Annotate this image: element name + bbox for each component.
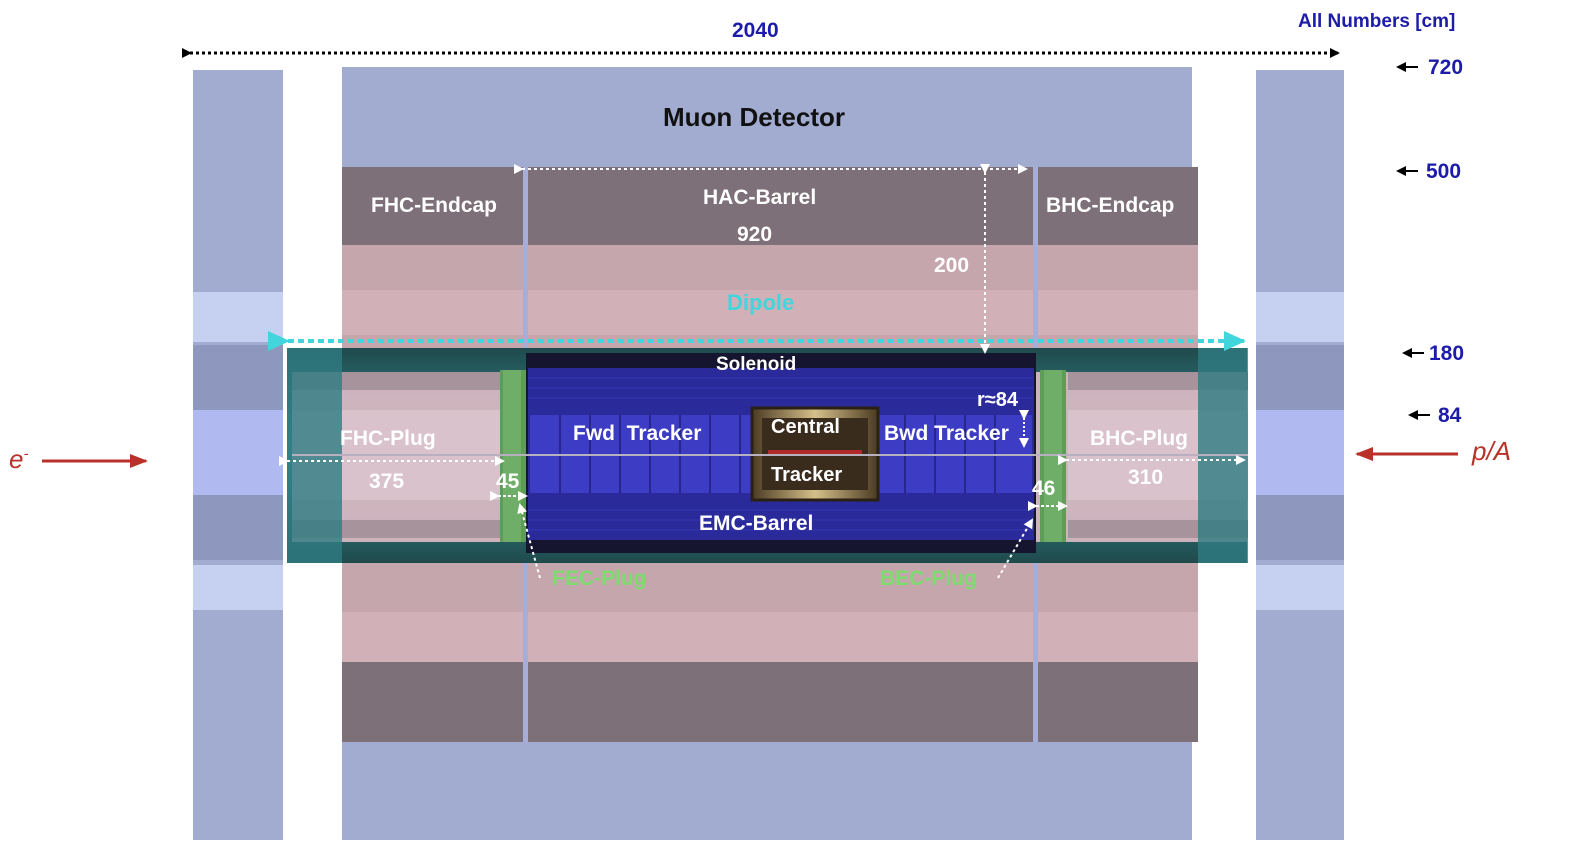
overall-length-label: 2040 [732,19,779,42]
electron-symbol: e [9,444,24,474]
proton-beam-label: p/A [1472,436,1512,466]
bec-plug-length-label: 46 [1032,477,1056,500]
radius-marker-720: 720 [1428,56,1464,79]
bec-pointer [997,518,1034,579]
hac-outer-top [342,167,1198,245]
bhc-endcap-label: BHC-Endcap [1046,194,1175,217]
electron-beam-label: e- [9,444,28,475]
bhc-plug-length-label: 310 [1128,466,1164,489]
inner-radius-label: r≈84 [977,389,1019,411]
radius-marker-180: 180 [1429,342,1465,365]
hac-thickness-label: 200 [934,254,970,277]
radius-marker-84: 84 [1438,404,1462,427]
muon-detector-label: Muon Detector [663,102,845,132]
hac-barrel-label: HAC-Barrel [703,186,817,209]
electron-charge: - [23,445,29,463]
bhc-plug-label: BHC-Plug [1090,427,1188,450]
fec-plug-length-label: 45 [496,470,520,493]
fhc-plug-label: FHC-Plug [340,427,436,450]
hac-length-label: 920 [737,223,773,246]
fhc-endcap-label: FHC-Endcap [371,194,497,217]
fhc-plug-length-label: 375 [369,470,405,493]
bwd-tracker-label: Bwd Tracker [884,422,1009,445]
central-tracker-label-2: Tracker [771,464,843,486]
emc-barrel-label: EMC-Barrel [699,512,814,535]
fec-plug-label: FEC-Plug [552,567,647,590]
fwd-tracker-label: Fwd Tracker [573,422,702,445]
solenoid-label: Solenoid [716,354,797,375]
bec-plug-label: BEC-Plug [880,567,977,590]
hac-outer-bottom [342,662,1198,742]
units-note: All Numbers [cm] [1298,11,1456,32]
radius-marker-500: 500 [1426,160,1462,183]
fec-pointer [517,503,541,579]
central-tracker-label-1: Central [771,416,840,438]
dipole-label: Dipole [727,290,795,315]
